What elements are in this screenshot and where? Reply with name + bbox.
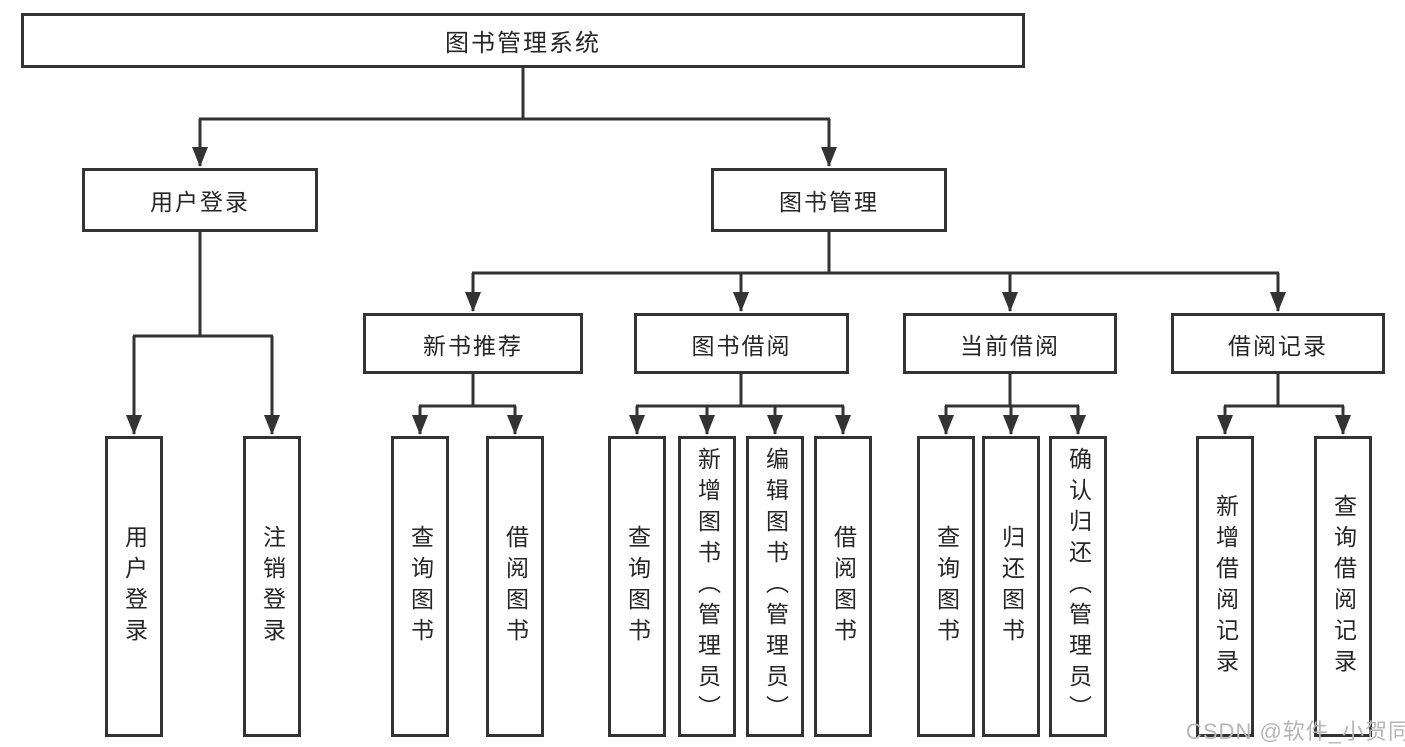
leaf-query-books-1: 查询图书: [391, 436, 449, 737]
leaf-query-record-label: 查询借阅记录: [1330, 493, 1357, 680]
leaf-query-record: 查询借阅记录: [1314, 436, 1372, 737]
node-current-borrow: 当前借阅: [903, 313, 1117, 374]
leaf-edit-books: 编辑图书（管理员）: [746, 436, 804, 737]
leaf-query-books-2-label: 查询图书: [624, 524, 651, 649]
node-new-book-rec: 新书推荐: [363, 313, 583, 374]
leaf-add-record: 新增借阅记录: [1196, 436, 1254, 737]
leaf-query-books-2: 查询图书: [608, 436, 666, 737]
leaf-return-books-label: 归还图书: [998, 524, 1025, 649]
csdn-watermark: CSDN @软件_小贺同学: [1186, 719, 1405, 744]
leaf-query-books-3-label: 查询图书: [933, 524, 960, 649]
node-current-borrow-label: 当前借阅: [960, 332, 1060, 359]
leaf-add-books-label: 新增图书（管理员）: [694, 447, 721, 726]
leaf-add-books: 新增图书（管理员）: [678, 436, 736, 737]
leaf-query-books-3: 查询图书: [917, 436, 975, 737]
node-new-book-rec-label: 新书推荐: [423, 332, 523, 359]
leaf-logout-label: 注销登录: [259, 524, 286, 649]
leaf-user-login-label: 用户登录: [121, 524, 148, 649]
leaf-confirm-return: 确认归还（管理员）: [1049, 436, 1107, 737]
node-root-label: 图书管理系统: [445, 30, 601, 57]
node-book-mgmt-label: 图书管理: [779, 189, 879, 215]
node-book-borrow-label: 图书借阅: [691, 332, 792, 359]
leaf-borrow-books-2-label: 借阅图书: [830, 524, 857, 649]
leaf-confirm-return-label: 确认归还（管理员）: [1065, 447, 1092, 726]
node-borrow-records-label: 借阅记录: [1228, 332, 1328, 359]
leaf-borrow-books-2: 借阅图书: [814, 436, 872, 737]
node-user-login-label: 用户登录: [150, 189, 250, 215]
node-book-mgmt: 图书管理: [711, 168, 947, 232]
connector-trunks: [133, 68, 1344, 408]
leaf-borrow-books-1: 借阅图书: [486, 436, 544, 737]
leaf-logout: 注销登录: [243, 436, 301, 737]
node-root: 图书管理系统: [21, 13, 1025, 68]
leaf-query-books-1-label: 查询图书: [407, 524, 434, 649]
node-user-login: 用户登录: [82, 168, 318, 232]
leaf-edit-books-label: 编辑图书（管理员）: [762, 447, 789, 726]
leaf-add-record-label: 新增借阅记录: [1212, 493, 1239, 680]
leaf-borrow-books-1-label: 借阅图书: [502, 524, 529, 649]
node-book-borrow: 图书借阅: [634, 313, 849, 374]
node-borrow-records: 借阅记录: [1171, 313, 1385, 374]
leaf-user-login: 用户登录: [105, 436, 163, 737]
leaf-return-books: 归还图书: [982, 436, 1040, 737]
